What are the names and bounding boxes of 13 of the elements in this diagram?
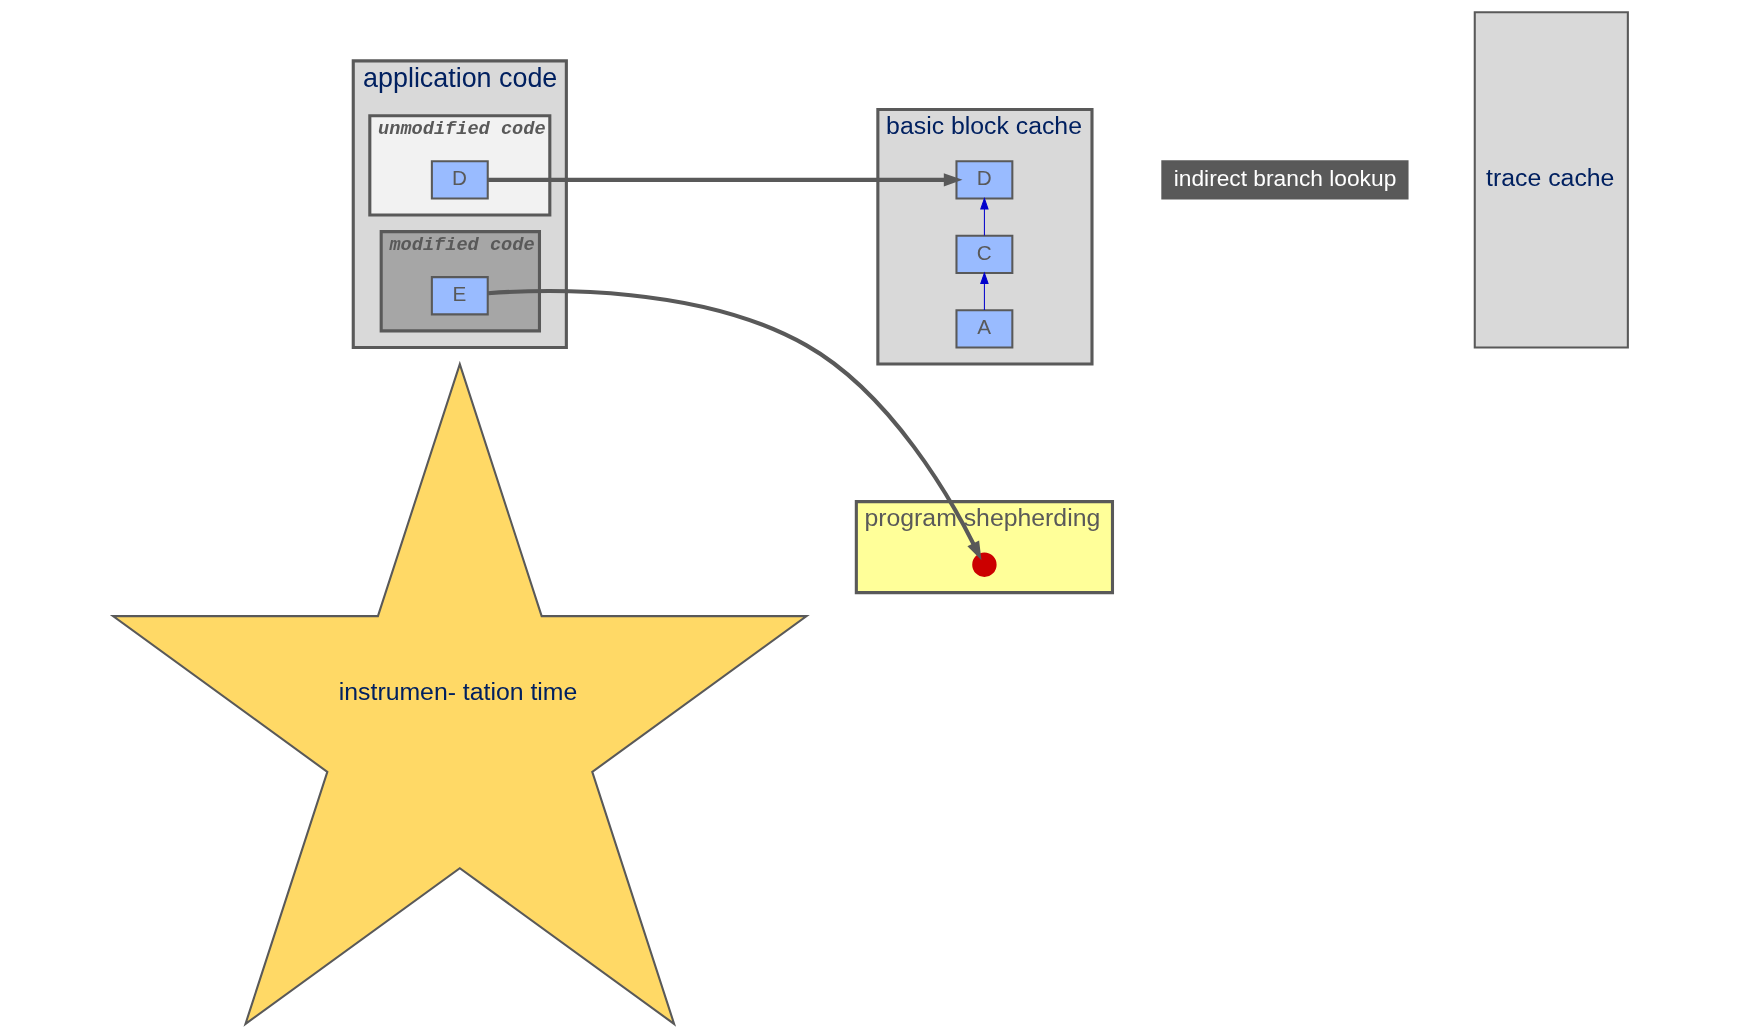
- arrow: [979, 271, 989, 311]
- node-box: A: [954, 309, 1013, 349]
- node-box: E: [430, 276, 489, 316]
- node-box: D: [954, 160, 1013, 200]
- node-cross: [971, 552, 997, 577]
- node-box: D: [430, 160, 489, 200]
- node-box: trace cache: [1473, 11, 1629, 349]
- node-box: C: [954, 234, 1013, 274]
- cluster: program shepherding: [854, 500, 1114, 595]
- arrow: [487, 289, 981, 561]
- node-box: indirect branch lookup: [1160, 160, 1409, 200]
- arrow: [979, 197, 989, 236]
- arrow: [487, 173, 962, 187]
